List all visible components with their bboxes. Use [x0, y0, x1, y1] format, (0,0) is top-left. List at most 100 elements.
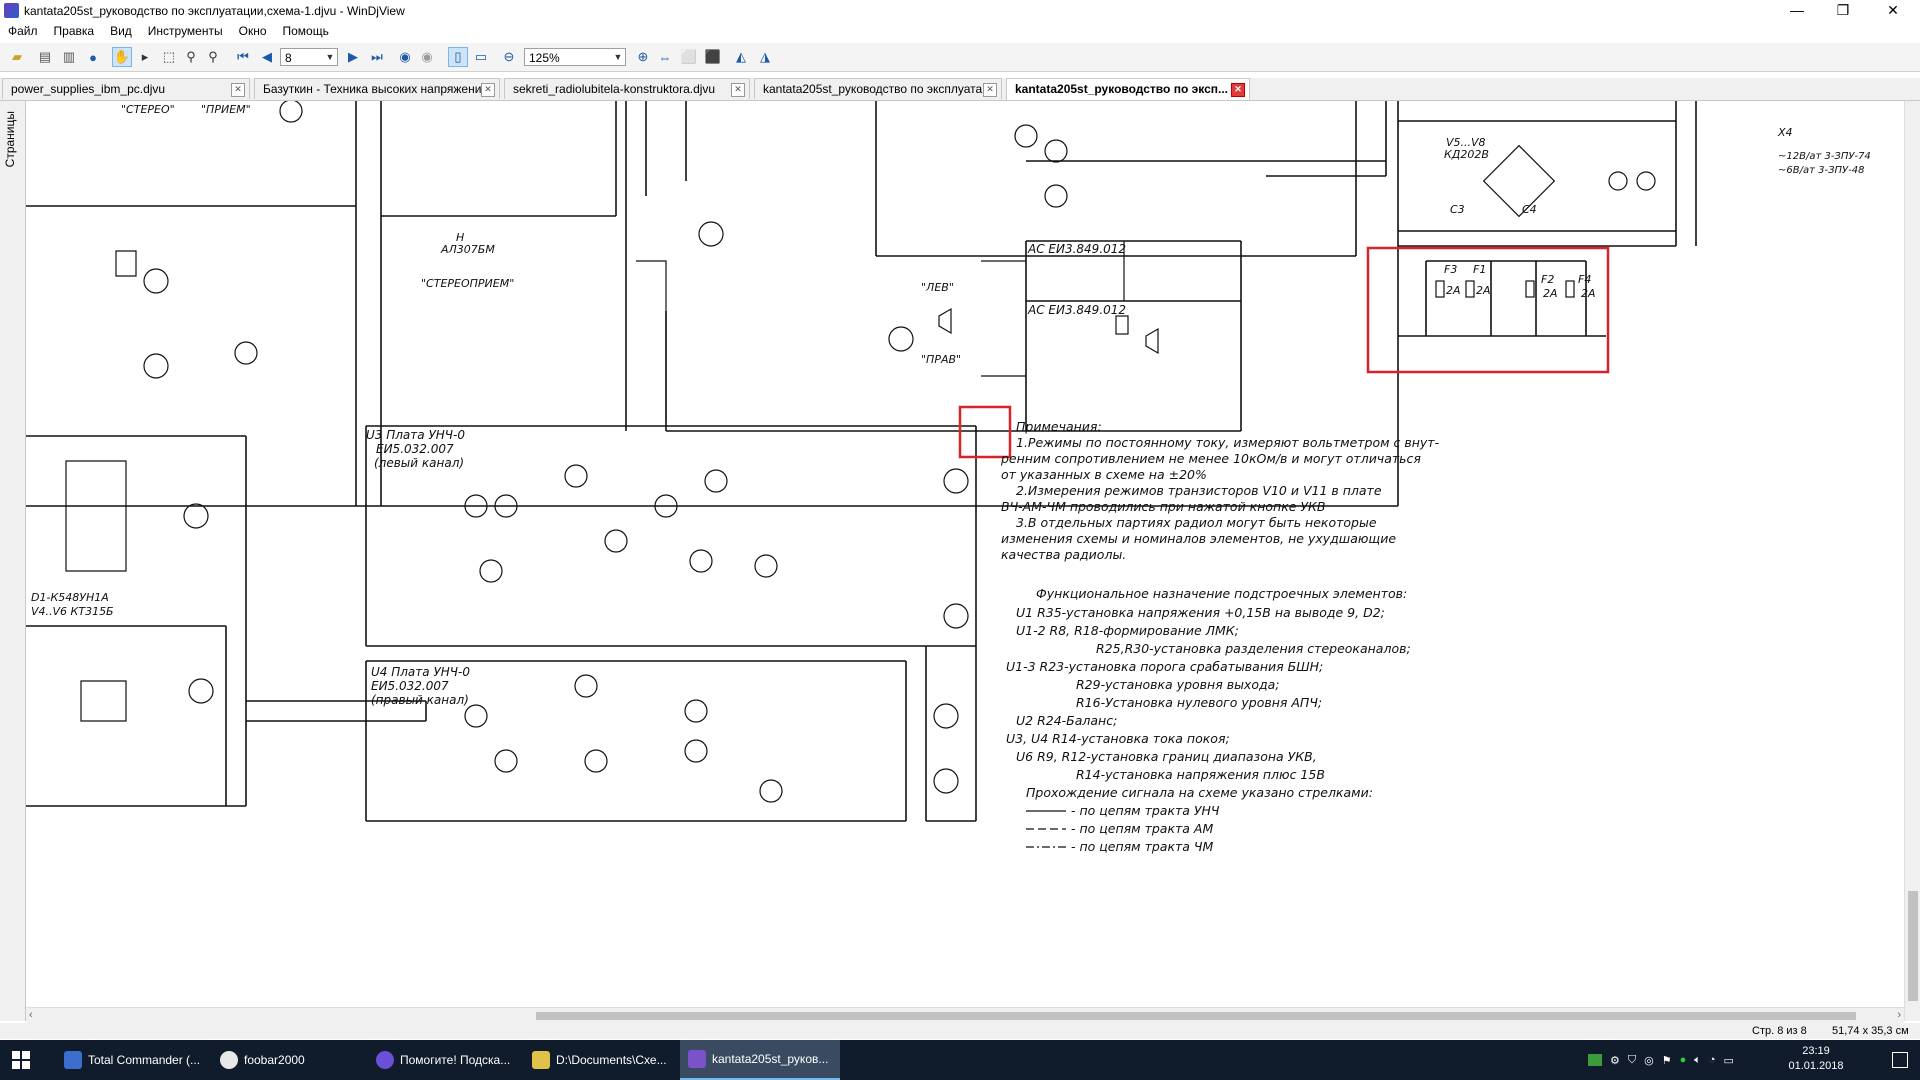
u3-channel: (левый канал)	[374, 456, 464, 470]
functional-line: R14-установка напряжения плюс 15В	[1076, 767, 1325, 782]
taskbar-item-documents[interactable]: D:\Documents\Схе...	[524, 1040, 674, 1080]
shield-icon[interactable]: ⛉	[1627, 1053, 1637, 1066]
tab-kantata-1[interactable]: kantata205st_руководство по эксплуата...…	[754, 78, 1002, 99]
taskbar-item-total-commander[interactable]: Total Commander (...	[56, 1040, 206, 1080]
actual-size-icon[interactable]: ⬛	[704, 49, 722, 64]
menu-view[interactable]: Вид	[110, 24, 132, 38]
scroll-right-icon[interactable]: ›	[1897, 1009, 1901, 1021]
chat-icon[interactable]: ●	[1679, 1054, 1687, 1066]
menu-help[interactable]: Помощь	[282, 24, 329, 38]
notification-center-icon[interactable]	[1880, 1040, 1920, 1080]
vertical-scrollbar[interactable]	[1904, 101, 1920, 1021]
last-page-icon[interactable]: ⏭	[371, 49, 383, 64]
rotate-right-icon[interactable]: ◮	[760, 49, 770, 64]
schematic-diagram: "СТЕРЕО" "ПРИЕМ" "СТЕРЕОПРИЕМ" Н АЛ307БМ…	[26, 101, 1871, 854]
horizontal-scrollbar[interactable]: ‹ ›	[26, 1007, 1904, 1024]
zoom-value: 125%	[529, 51, 560, 65]
find-icon[interactable]: ⚲	[208, 49, 218, 64]
continuous-layout-icon[interactable]: ▯	[448, 47, 468, 67]
taskbar-item-foobar[interactable]: foobar2000	[212, 1040, 362, 1080]
minimize-button[interactable]: —	[1790, 2, 1804, 18]
rotate-left-icon[interactable]: ◭	[736, 49, 746, 64]
schematic-wires	[26, 101, 1697, 822]
document-view[interactable]: "СТЕРЕО" "ПРИЕМ" "СТЕРЕОПРИЕМ" Н АЛ307БМ…	[26, 101, 1904, 1007]
wifi-icon[interactable]: ◔	[1708, 1054, 1716, 1066]
note-line: качества радиолы.	[1001, 547, 1126, 562]
close-button[interactable]: ✕	[1887, 2, 1899, 18]
fuse-highlight-box	[1366, 246, 1610, 374]
horizontal-scroll-thumb[interactable]	[536, 1012, 1856, 1020]
notes-block: Примечания: 1.Режимы по постоянному току…	[1000, 419, 1440, 854]
zoom-out-icon[interactable]: ⊖	[503, 49, 515, 64]
rect-select-icon[interactable]: ⬚	[162, 49, 176, 64]
steam-icon[interactable]: ◎	[1644, 1054, 1654, 1067]
f2-label: F2	[1541, 273, 1554, 286]
taskbar-item-label: Помогите! Подска...	[400, 1053, 511, 1067]
tab-power-supplies[interactable]: power_supplies_ibm_pc.djvu ✕	[2, 78, 250, 99]
hand-tool-icon[interactable]: ✋	[112, 47, 132, 67]
taskbar-item-windjview[interactable]: kantata205st_руков...	[680, 1040, 840, 1080]
back-icon[interactable]: ◉	[399, 49, 411, 64]
legend-unch: - по цепям тракта УНЧ	[1071, 803, 1220, 818]
taskbar-clock[interactable]: 23:19 01.01.2018	[1776, 1044, 1856, 1074]
menu-window[interactable]: Окно	[238, 24, 267, 38]
print-icon[interactable]: ▤	[38, 49, 52, 64]
v4-v6-note: V4..V6 КТ315Б	[31, 605, 114, 618]
save-icon[interactable]: ▥	[62, 49, 76, 64]
flag-icon[interactable]: ⚑	[1661, 1054, 1672, 1067]
chevron-down-icon: ▼	[325, 52, 335, 62]
network-icon[interactable]: ⚙	[1610, 1054, 1620, 1067]
tab-kantata-active[interactable]: kantata205st_руководство по эксп... ✕	[1006, 78, 1250, 100]
scroll-left-icon[interactable]: ‹	[29, 1009, 33, 1021]
next-page-icon[interactable]: ▶	[348, 49, 358, 64]
taskbar-item-firefox[interactable]: Помогите! Подска...	[368, 1040, 518, 1080]
notification-glyph	[1892, 1052, 1908, 1068]
functional-line: Прохождение сигнала на схеме указано стр…	[1026, 785, 1373, 800]
select-tool-icon[interactable]: ▸	[141, 49, 149, 64]
note-line: изменения схемы и номиналов элементов, н…	[1001, 531, 1396, 546]
note-line: 3.В отдельных партиях радиол могут быть …	[1016, 515, 1377, 530]
fit-width-icon[interactable]: ⇔	[658, 49, 672, 65]
first-page-icon[interactable]: ⏮	[237, 49, 249, 64]
f2-rating: 2А	[1543, 287, 1558, 300]
open-folder-icon[interactable]: ▰	[12, 49, 22, 64]
display-icon[interactable]: ▭	[1723, 1054, 1734, 1067]
foobar-icon	[220, 1051, 238, 1069]
prev-page-icon[interactable]: ◀	[262, 49, 272, 64]
stereo-label: "СТЕРЕО"	[121, 103, 175, 116]
tab-label: kantata205st_руководство по эксп...	[1015, 82, 1228, 96]
forward-icon[interactable]: ◉	[421, 49, 433, 64]
zoom-in-tool-icon[interactable]: ⚲	[186, 49, 196, 64]
menu-tools[interactable]: Инструменты	[147, 24, 223, 38]
zoom-in-icon[interactable]: ⊕	[637, 49, 649, 64]
page-number-combo[interactable]: 8 ▼	[280, 48, 338, 66]
taskbar-item-label: foobar2000	[244, 1053, 305, 1067]
functional-line: R25,R30-установка разделения стереоканал…	[1096, 641, 1411, 656]
close-icon[interactable]: ✕	[481, 83, 495, 97]
prav-label: "ПРАВ"	[921, 353, 961, 366]
volume-icon[interactable]: 🔈︎	[1694, 1053, 1701, 1066]
note-line: ренним сопротивлением не менее 10кОм/в и…	[1000, 451, 1421, 466]
fit-page-icon[interactable]: ⬜	[680, 49, 698, 64]
close-icon[interactable]: ✕	[731, 83, 745, 97]
close-icon[interactable]: ✕	[983, 83, 997, 97]
pages-side-panel[interactable]: Страницы	[0, 101, 26, 1021]
functional-title: Функциональное назначение подстроечных э…	[1036, 586, 1407, 601]
functional-line: U1 R35-установка напряжения +0,15В на вы…	[1016, 605, 1385, 620]
menu-file[interactable]: Файл	[8, 24, 38, 38]
menu-edit[interactable]: Правка	[53, 24, 95, 38]
lev-label: "ЛЕВ"	[921, 281, 954, 294]
tray-app-icon[interactable]	[1588, 1054, 1602, 1066]
tab-sekreti[interactable]: sekreti_radiolubitela-konstruktora.djvu …	[504, 78, 750, 99]
maximize-button[interactable]: ❐	[1836, 2, 1850, 18]
legend-chm: - по цепям тракта ЧМ	[1071, 839, 1213, 854]
close-icon[interactable]: ✕	[1231, 83, 1245, 97]
u3-title: U3 Плата УНЧ-0	[366, 428, 465, 442]
windows-start-icon[interactable]	[12, 1051, 30, 1069]
close-icon[interactable]: ✕	[231, 83, 245, 97]
tab-bazutkin[interactable]: Базуткин - Техника высоких напряжени... …	[254, 78, 500, 99]
zoom-combo[interactable]: 125% ▼	[524, 48, 626, 66]
facing-pages-icon[interactable]: ▭	[474, 49, 488, 64]
info-icon[interactable]: ●	[89, 49, 97, 65]
vertical-scroll-thumb[interactable]	[1908, 891, 1918, 1001]
